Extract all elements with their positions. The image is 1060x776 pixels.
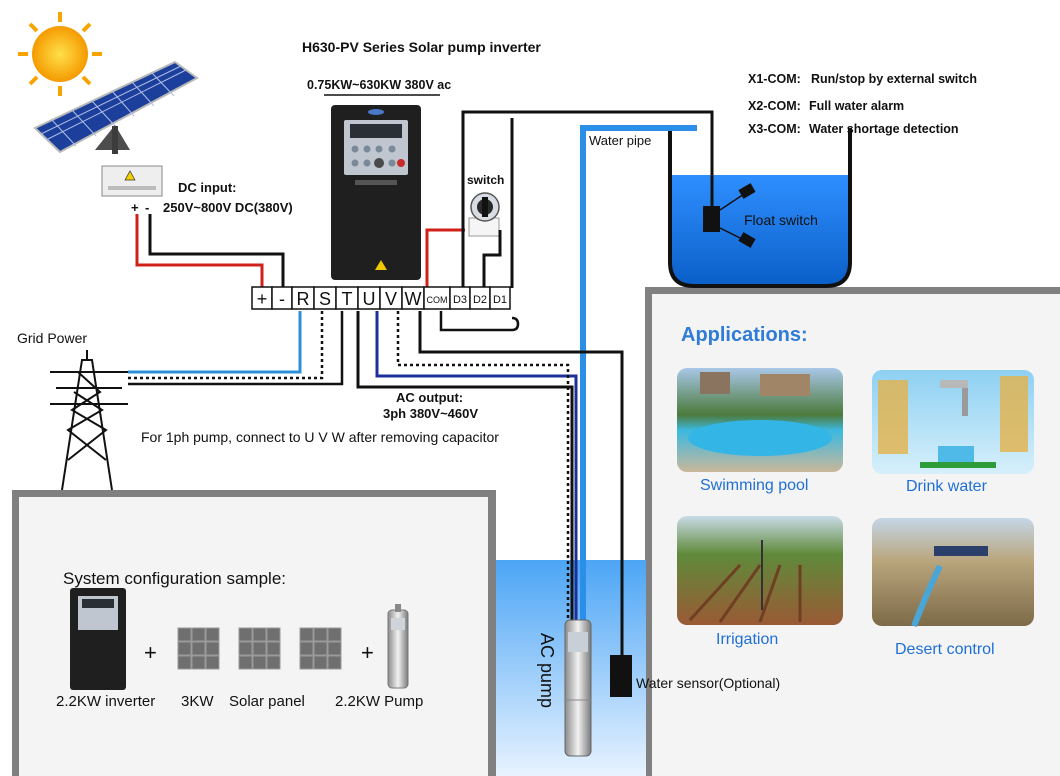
app-caption: Drink water	[906, 478, 988, 495]
config-inverter-icon	[70, 588, 126, 690]
config-plus: +	[144, 640, 157, 665]
panel-cell	[177, 655, 192, 670]
io-note-text: Run/stop by external switch	[811, 72, 977, 86]
drink-water-photo	[872, 370, 1034, 474]
panel-cell	[266, 641, 281, 656]
config-solar-panel-icon	[177, 627, 342, 670]
panel-cell	[327, 641, 342, 656]
applications-title: Applications:	[681, 324, 808, 346]
io-note-text: Water shortage detection	[809, 122, 959, 136]
grid-power-label: Grid Power	[17, 330, 87, 346]
io-note-key: X3-COM:	[748, 122, 801, 136]
sun-icon	[18, 12, 102, 96]
panel-cell	[205, 641, 220, 656]
app-caption: Desert control	[895, 641, 995, 658]
panel-cell	[238, 641, 253, 656]
terminal-label: D2	[473, 294, 487, 306]
combiner-box	[101, 165, 163, 197]
panel-cell	[177, 627, 192, 642]
panel-cell	[266, 627, 281, 642]
switch-label: switch	[467, 173, 504, 187]
panel-cell	[252, 655, 267, 670]
water-sensor-label: Water sensor(Optional)	[636, 675, 780, 691]
panel-cell	[191, 627, 206, 642]
terminal-label: -	[279, 289, 285, 309]
config-pump-icon	[387, 604, 409, 689]
water-pipe-label: Water pipe	[589, 133, 651, 148]
panel-cell	[177, 641, 192, 656]
app-caption: Swimming pool	[700, 477, 808, 494]
dc-input-title: DC input:	[178, 180, 236, 195]
dc-minus-label: -	[145, 200, 149, 215]
dc-plus-label: +	[131, 200, 139, 215]
wiring	[128, 110, 714, 655]
irrigation-photo	[677, 516, 843, 625]
terminal-label: +	[257, 289, 268, 309]
terminal-label: S	[319, 289, 331, 309]
panel-cell	[299, 641, 314, 656]
panel-cell	[205, 627, 220, 642]
terminal-label: T	[342, 289, 353, 309]
power-tower-icon	[50, 350, 128, 491]
io-notes: X1-COM: Run/stop by external switch X2-C…	[748, 72, 977, 136]
terminal-label: D1	[493, 294, 507, 306]
terminal-label: COM	[427, 295, 448, 305]
float-switch-icon	[703, 183, 756, 248]
io-note-key: X2-COM:	[748, 99, 801, 113]
panel-cell	[299, 627, 314, 642]
config-pump-label: 2.2KW Pump	[335, 693, 423, 710]
panel-cell	[238, 655, 253, 670]
dc-input-range: 250V~800V DC(380V)	[163, 200, 293, 215]
terminal-label: U	[363, 289, 376, 309]
terminal-block	[489, 286, 511, 310]
config-inverter-label: 2.2KW inverter	[56, 693, 155, 710]
power-range: 0.75KW~630KW 380V ac	[307, 78, 451, 92]
panel-cell	[299, 655, 314, 670]
diagram-title: H630-PV Series Solar pump inverter	[302, 39, 541, 55]
terminal-label: R	[297, 289, 310, 309]
water-sensor-icon	[610, 655, 632, 697]
config-panel-label: Solar panel	[229, 693, 305, 710]
panel-cell	[313, 655, 328, 670]
app-caption: Irrigation	[716, 631, 778, 648]
terminal-label: D3	[453, 294, 467, 306]
io-note-text: Full water alarm	[809, 99, 904, 113]
panel-cell	[313, 641, 328, 656]
water-tank	[668, 128, 852, 288]
panel-cell	[266, 655, 281, 670]
ac-pump-label: AC pump	[537, 633, 557, 708]
float-switch-label: Float switch	[744, 212, 818, 228]
config-plus: +	[361, 640, 374, 665]
panel-cell	[205, 655, 220, 670]
panel-cell	[191, 655, 206, 670]
panel-cell	[327, 655, 342, 670]
panel-cell	[238, 627, 253, 642]
panel-cell	[313, 627, 328, 642]
desert-control-photo	[872, 518, 1034, 628]
selector-switch-icon	[468, 192, 500, 237]
config-panel-kw: 3KW	[181, 693, 214, 710]
config-title: System configuration sample:	[63, 569, 286, 588]
panel-cell	[252, 627, 267, 642]
panel-cell	[327, 627, 342, 642]
io-note-key: X1-COM:	[748, 72, 801, 86]
terminal-label: W	[405, 289, 422, 309]
submersible-pump-icon	[564, 619, 592, 757]
panel-cell	[191, 641, 206, 656]
ac-output-range: 3ph 380V~460V	[383, 406, 478, 421]
solar-panel-array-icon	[33, 60, 199, 154]
single-phase-note: For 1ph pump, connect to U V W after rem…	[141, 429, 499, 445]
terminal-label: V	[385, 289, 397, 309]
panel-cell	[252, 641, 267, 656]
ac-output-title: AC output:	[396, 390, 463, 405]
inverter-unit	[331, 105, 421, 280]
swimming-pool-photo	[677, 368, 843, 472]
